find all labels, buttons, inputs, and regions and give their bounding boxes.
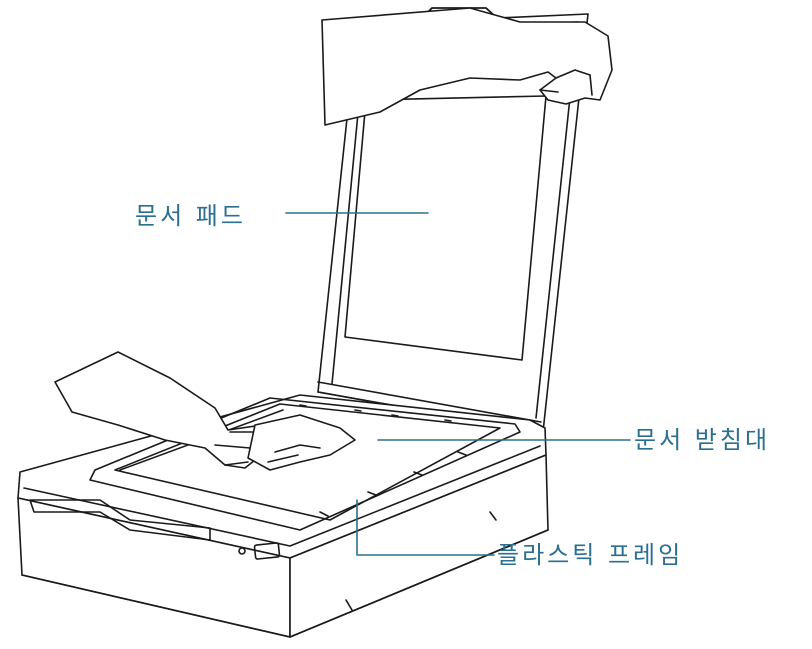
document-pad-sheet xyxy=(345,96,546,360)
document-bed-label: 문서 받침대 xyxy=(634,428,770,452)
document-pad-label: 문서 패드 xyxy=(135,204,246,228)
plastic-frame-label: 플라스틱 프레임 xyxy=(497,543,683,567)
